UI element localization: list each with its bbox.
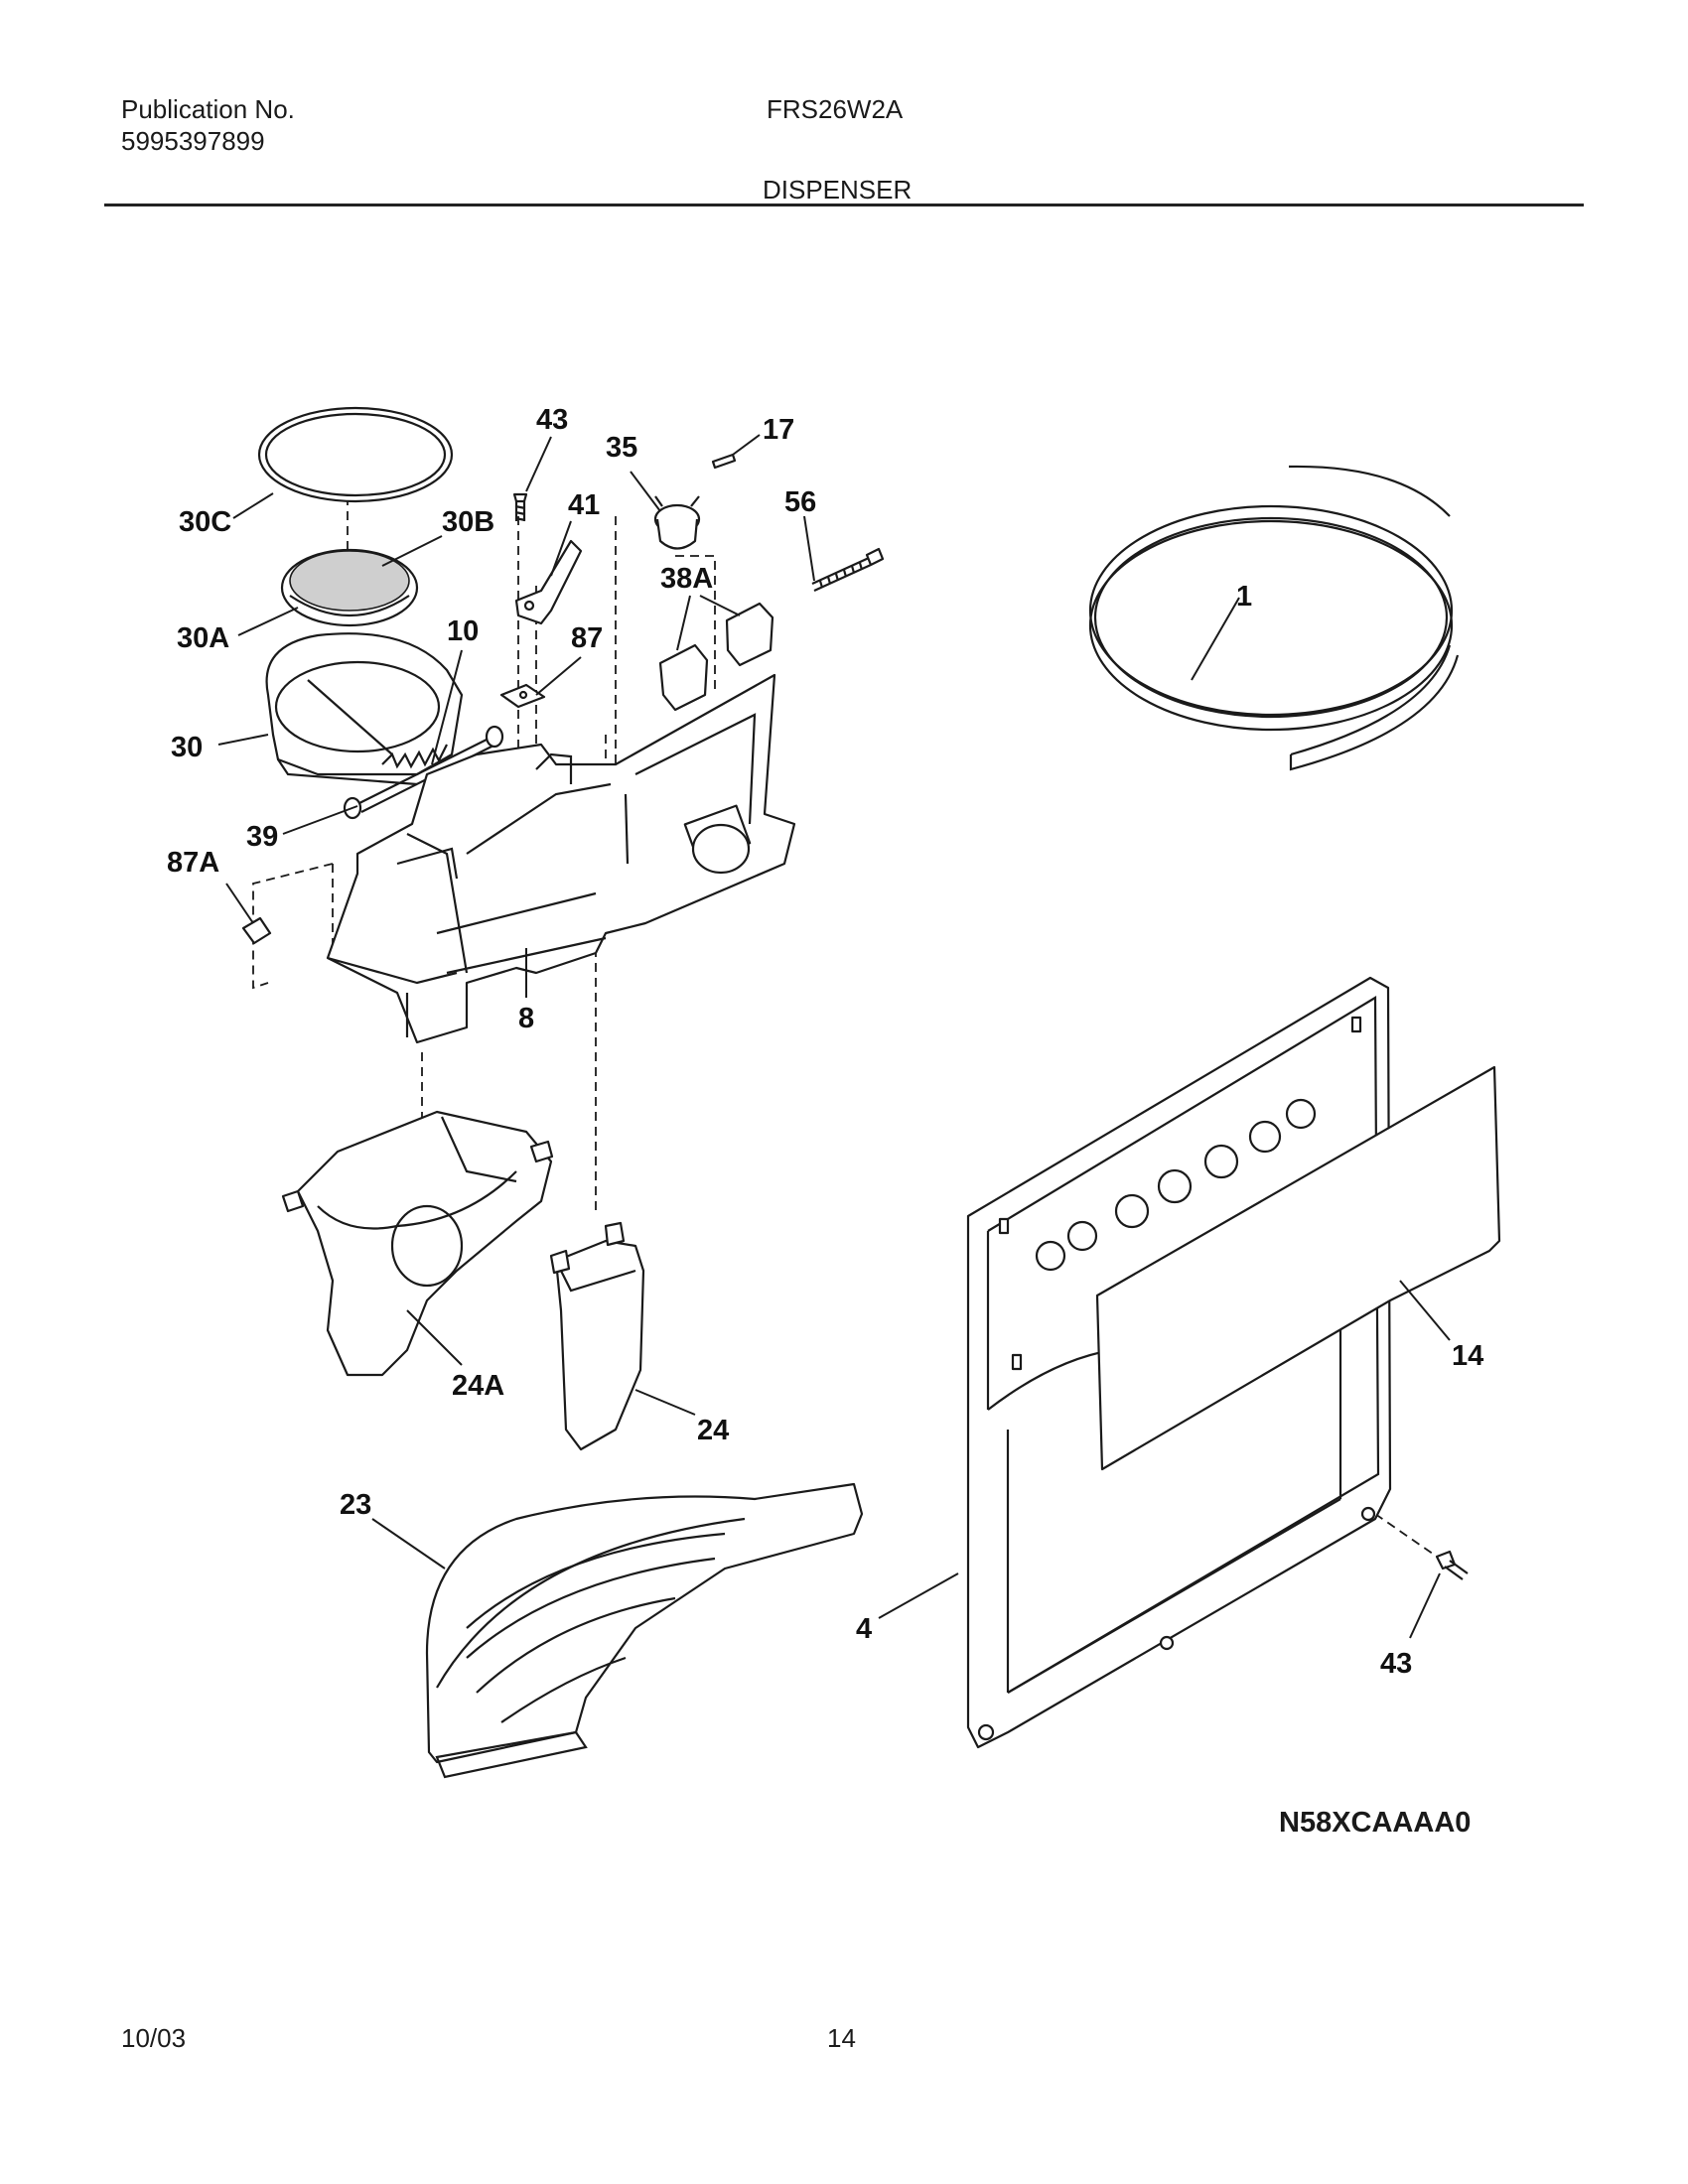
callout-43-bottom: 43 <box>1380 1648 1412 1680</box>
callout-39: 39 <box>246 821 278 853</box>
part-14-overlay <box>1095 1065 1501 1471</box>
callout-56: 56 <box>784 486 816 518</box>
callout-23: 23 <box>340 1489 371 1521</box>
callout-43-top: 43 <box>536 404 568 436</box>
footer-page-number: 14 <box>827 2023 856 2053</box>
callout-8: 8 <box>518 1003 534 1034</box>
callout-38a: 38A <box>660 563 713 595</box>
callout-24: 24 <box>697 1415 729 1446</box>
section-title: DISPENSER <box>763 175 913 205</box>
footer-date: 10/03 <box>121 2023 187 2053</box>
model-number: FRS26W2A <box>767 94 904 124</box>
part-56-screw <box>811 547 885 593</box>
part-24a-funnel <box>281 1110 554 1377</box>
part-30-bracket <box>265 632 464 786</box>
part-43-screw-bottom <box>1435 1550 1469 1580</box>
callout-24a: 24A <box>452 1370 504 1402</box>
part-30c-gasket <box>257 406 454 503</box>
part-1-tubing <box>1088 465 1460 771</box>
part-38a-switches <box>658 602 774 712</box>
callout-30b: 30B <box>442 506 494 538</box>
part-43-screw-top <box>512 492 528 522</box>
part-10-spring <box>381 744 448 769</box>
callout-30c: 30C <box>179 506 231 538</box>
part-87a-clip <box>241 916 272 945</box>
callout-41: 41 <box>568 489 600 521</box>
callout-labels: 30C 30B 30A 30 10 39 87A 43 41 35 17 56 … <box>167 404 1483 1680</box>
callout-35: 35 <box>606 432 637 464</box>
part-30a-30b-filter <box>280 548 419 627</box>
diagram-code: N58XCAAAA0 <box>1279 1807 1472 1839</box>
callout-30a: 30A <box>177 622 229 654</box>
part-87-clip <box>499 683 546 709</box>
callout-1: 1 <box>1236 581 1252 613</box>
part-24-flapper <box>549 1221 645 1451</box>
publication-label: Publication No. <box>121 94 295 124</box>
callout-14: 14 <box>1452 1340 1483 1372</box>
part-8-housing <box>326 673 796 1044</box>
part-23-drip-tray <box>425 1482 864 1779</box>
part-35-solenoid <box>653 495 701 550</box>
part-41-bracket <box>514 539 583 625</box>
callout-30: 30 <box>171 732 203 763</box>
callout-87a: 87A <box>167 847 219 879</box>
header-rule <box>104 204 1584 206</box>
callout-10: 10 <box>447 615 479 647</box>
part-17-screw <box>711 453 737 470</box>
publication-number: 5995397899 <box>121 126 265 156</box>
callout-87: 87 <box>571 622 603 654</box>
callout-17: 17 <box>763 414 794 446</box>
callout-4: 4 <box>856 1613 872 1645</box>
callout-leaders <box>217 434 1451 1639</box>
